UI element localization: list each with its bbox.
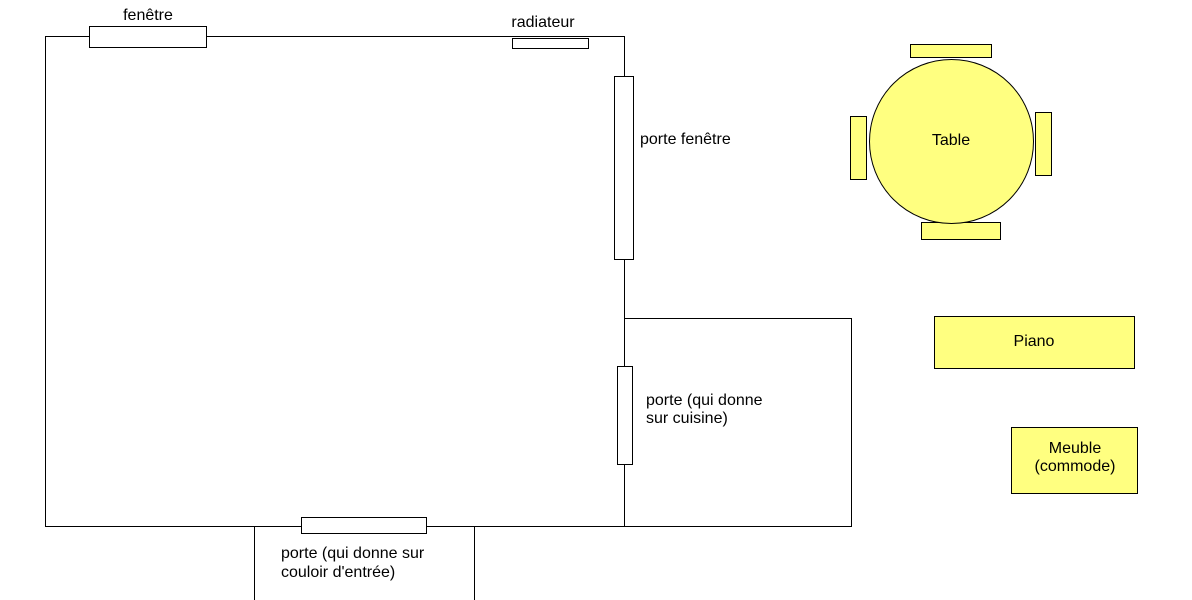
chair-top (910, 44, 992, 58)
window (89, 26, 207, 48)
kitchen-door (617, 366, 633, 465)
kitchen-door-label-line2: sur cuisine) (646, 410, 728, 427)
kitchen-door-label-line1: porte (qui donne (646, 392, 763, 409)
chair-bottom (921, 222, 1001, 240)
chair-right (1035, 112, 1052, 176)
dresser-label-line2: (commode) (1035, 458, 1116, 475)
french-window (614, 76, 634, 260)
french-window-label: porte fenêtre (640, 131, 731, 148)
hallway-door-label-line1: porte (qui donne sur (281, 545, 425, 562)
hallway-door (301, 517, 427, 534)
chair-left (850, 116, 867, 180)
dining-table-group: Table (850, 44, 1052, 240)
radiator-label: radiateur (511, 14, 575, 31)
living-room-walls (45, 36, 625, 527)
hallway-door-label-line2: couloir d'entrée) (281, 564, 395, 581)
dresser (1011, 427, 1138, 494)
radiator (512, 38, 589, 49)
window-label: fenêtre (123, 7, 173, 24)
piano (934, 316, 1135, 369)
piano-label: Piano (1014, 333, 1055, 350)
table-label: Table (932, 132, 970, 149)
dresser-label-line1: Meuble (1049, 440, 1102, 457)
round-table (869, 59, 1034, 224)
